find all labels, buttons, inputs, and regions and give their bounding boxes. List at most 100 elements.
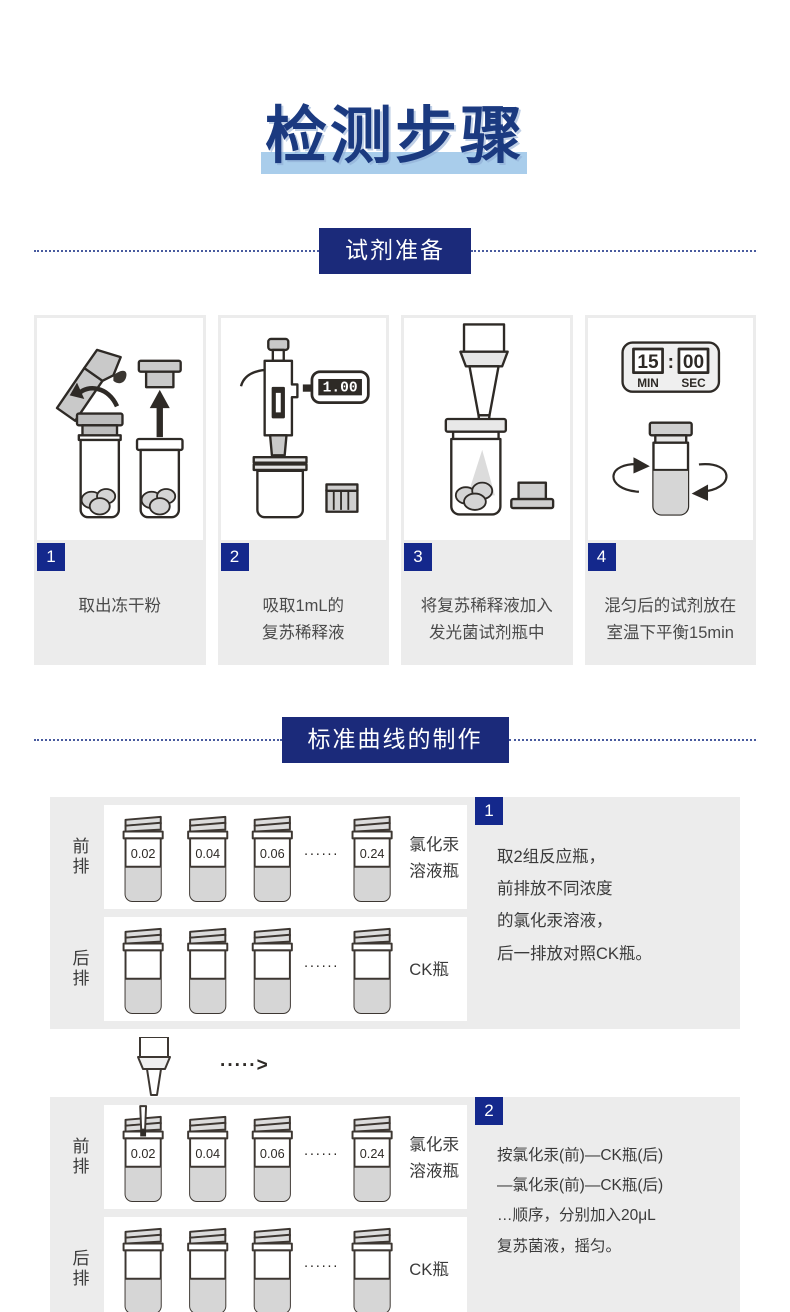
row-label-front-2: 前 排 (58, 1105, 104, 1209)
vial-label: 0.04 (195, 846, 220, 861)
transfer-arrow: ·····> (220, 1055, 269, 1076)
step-caption-line: 吸取1mL的 (262, 597, 345, 615)
vial-row-ellipsis: ······ (304, 1258, 339, 1274)
step-caption-3: 将复苏稀释液加入 发光菌试剂瓶中 (401, 571, 573, 665)
vial-row-title-line: CK瓶 (409, 960, 449, 979)
step-badge-2: 2 (220, 543, 249, 571)
instruction-line: 前排放不同浓度 (497, 880, 613, 899)
step-caption-line: 混匀后的试剂放在 (604, 597, 737, 615)
step-badge-4: 4 (587, 543, 616, 571)
title-underline-bar (261, 152, 527, 174)
row-label-back-1: 后 排 (58, 917, 104, 1021)
vial-label: 0.06 (260, 1146, 285, 1161)
curve-row-back-1: 后 排 (58, 917, 467, 1021)
vial-label: 0.02 (131, 846, 156, 861)
curve-row-front-1: 前 排 (58, 805, 467, 909)
vial-row-title-line: 氯化汞 (409, 835, 459, 854)
dotted-rule-left (34, 739, 282, 741)
curve-row-back-2: 后 排 (58, 1217, 467, 1312)
row-label-back-2: 后 排 (58, 1217, 104, 1312)
instruction-line: 按氯化汞(前)—CK瓶(后) (497, 1147, 664, 1164)
section-header-reagent-prep: 试剂准备 (34, 228, 756, 274)
section-title-reagent-prep: 试剂准备 (319, 228, 471, 274)
vial-row-back-icon: ······ CK瓶 (104, 1217, 467, 1312)
vial-label: 0.02 (131, 1146, 156, 1161)
timer-seconds: 00 (682, 352, 703, 373)
pipette-dispense-icon (404, 318, 570, 540)
step-caption-line: 将复苏稀释液加入 (420, 597, 553, 615)
row-label-char: 前 (72, 836, 90, 856)
step-card-3[interactable]: 3 将复苏稀释液加入 发光菌试剂瓶中 (401, 315, 573, 665)
curve-panel-1-text: 1 取2组反应瓶， 前排放不同浓度 的氯化汞溶液， 后一排放对照CK瓶。 (475, 797, 740, 1029)
row-label-char: 排 (72, 1157, 90, 1176)
section-title-standard-curve: 标准曲线的制作 (281, 717, 509, 763)
instruction-line: —氯化汞(前)—CK瓶(后) (497, 1177, 664, 1195)
curve-instruction-1: 取2组反应瓶， 前排放不同浓度 的氯化汞溶液， 后一排放对照CK瓶。 (497, 841, 740, 970)
step-badge-1: 1 (37, 543, 65, 571)
pipette-tip-icon: ·····> (137, 1037, 269, 1096)
vial-label: 0.06 (260, 846, 285, 861)
step-caption-4: 混匀后的试剂放在 室温下平衡15min (585, 571, 757, 665)
row-label-char: 排 (72, 969, 90, 988)
step-badge-3: 3 (404, 543, 432, 571)
instruction-line: 取2组反应瓶， (497, 848, 606, 866)
page-title-block: 检测步骤 (0, 62, 790, 182)
row-label-char: 排 (72, 857, 90, 876)
curve-panel-2: 前 排 (50, 1097, 740, 1312)
row-label-char: 排 (72, 1269, 90, 1288)
curve-panel-2-rows: 前 排 (50, 1097, 475, 1312)
instruction-line: 的氯化汞溶液， (497, 912, 613, 931)
vial-row-title-line: 氯化汞 (409, 1135, 459, 1154)
step-card-4[interactable]: 15 : 00 MIN SEC 4 混匀后的试剂放在 室温下平衡15min (584, 315, 757, 665)
step-card-2[interactable]: 1.00 2 吸取1mL的 复苏稀释液 (217, 315, 390, 665)
step-caption-line: 取出冻干粉 (78, 597, 162, 615)
vial-row-front-icon: 0.02 0.04 0.06 0.24 ······ 氯化汞 溶液瓶 (104, 1105, 467, 1209)
curve-panel-1: 前 排 (50, 797, 740, 1029)
vial-label: 0.24 (360, 846, 385, 861)
pipette-transfer-strip: ·····> (50, 1037, 740, 1097)
row-label-front-1: 前 排 (58, 805, 104, 909)
timer-swirl-icon: 15 : 00 MIN SEC (587, 318, 753, 540)
timer-min-label: MIN (637, 376, 659, 390)
timer-sec-label: SEC (681, 376, 706, 390)
step-caption-1: 取出冻干粉 (34, 571, 206, 665)
step-caption-line: 复苏稀释液 (262, 624, 345, 643)
curve-badge-1: 1 (475, 797, 503, 825)
vial-uncap-icon (37, 318, 203, 540)
step-caption-2: 吸取1mL的 复苏稀释液 (218, 571, 390, 665)
section-header-standard-curve: 标准曲线的制作 (34, 717, 756, 763)
step-card-1[interactable]: 1 取出冻干粉 (34, 315, 206, 665)
row-label-char: 后 (72, 1248, 90, 1268)
vial-label: 0.04 (195, 1146, 220, 1161)
row-label-char: 后 (72, 948, 90, 968)
curve-panel-1-rows: 前 排 (50, 797, 475, 1029)
instruction-line: …顺序，分别加入20μL (497, 1207, 656, 1225)
vial-row-front-icon: 0.02 0.04 0.06 0.24 ······ 氯化汞 溶液瓶 (104, 805, 467, 909)
curve-row-front-2: 前 排 (58, 1105, 467, 1209)
step-caption-line: 发光菌试剂瓶中 (429, 624, 545, 643)
vial-row-title-line: CK瓶 (409, 1260, 449, 1279)
instruction-line: 后一排放对照CK瓶。 (497, 944, 652, 963)
step-caption-line: 室温下平衡15min (606, 624, 734, 643)
vial-row-title-line: 溶液瓶 (409, 1162, 459, 1181)
dotted-rule-right (508, 739, 756, 741)
vial-row-title-line: 溶液瓶 (409, 862, 459, 881)
page-title: 检测步骤 (264, 103, 525, 171)
timer-separator: : (667, 352, 673, 373)
vial-row-ellipsis: ······ (304, 1146, 339, 1162)
row-label-char: 前 (72, 1136, 90, 1156)
pipette-volume-icon: 1.00 (220, 318, 386, 540)
vial-row-ellipsis: ······ (304, 846, 339, 862)
vial-label: 0.24 (360, 1146, 385, 1161)
timer-minutes: 15 (637, 352, 659, 373)
pipette-display-value: 1.00 (322, 381, 357, 397)
dotted-rule-right (471, 250, 756, 252)
curve-panel-2-text: 2 按氯化汞(前)—CK瓶(后) —氯化汞(前)—CK瓶(后) …顺序，分别加入… (475, 1097, 740, 1312)
curve-badge-2: 2 (475, 1097, 503, 1125)
instruction-line: 复苏菌液，摇匀。 (497, 1237, 622, 1255)
dotted-rule-left (34, 250, 319, 252)
reagent-prep-card-list: 1 取出冻干粉 (34, 315, 756, 665)
vial-row-ellipsis: ······ (304, 958, 339, 974)
vial-row-back-icon: ······ CK瓶 (104, 917, 467, 1021)
curve-instruction-2: 按氯化汞(前)—CK瓶(后) —氯化汞(前)—CK瓶(后) …顺序，分别加入20… (497, 1141, 740, 1262)
